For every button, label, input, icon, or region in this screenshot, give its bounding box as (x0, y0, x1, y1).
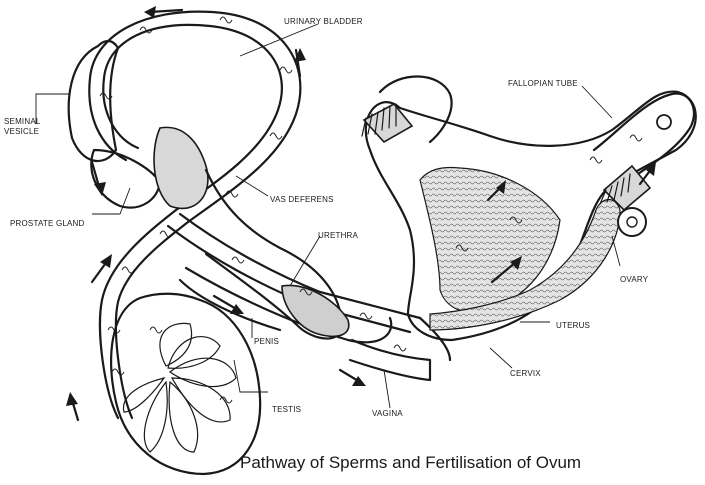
fallopian-tube-right (594, 93, 694, 210)
label-urinary-bladder: URINARY BLADDER (284, 17, 363, 26)
diagram-caption: Pathway of Sperms and Fertilisation of O… (240, 453, 581, 472)
label-urethra: URETHRA (318, 231, 359, 240)
ovary (618, 208, 646, 236)
label-seminal-vesicle-line2: VESICLE (4, 127, 39, 136)
label-vagina: VAGINA (372, 409, 403, 418)
direction-arrows (66, 6, 656, 420)
label-seminal-vesicle-line1: SEMINAL (4, 117, 41, 126)
label-ovary: OVARY (620, 275, 649, 284)
vas-deferens-duct (89, 12, 420, 418)
label-fallopian-tube: FALLOPIAN TUBE (508, 79, 578, 88)
label-uterus: UTERUS (556, 321, 590, 330)
label-vas-deferens: VAS DEFERENS (270, 195, 334, 204)
uterus (366, 92, 696, 340)
label-testis: TESTIS (272, 405, 301, 414)
label-penis: PENIS (254, 337, 279, 346)
label-cervix: CERVIX (510, 369, 541, 378)
testis (111, 294, 260, 474)
label-prostate-gland: PROSTATE GLAND (10, 219, 85, 228)
ovum (657, 115, 671, 129)
